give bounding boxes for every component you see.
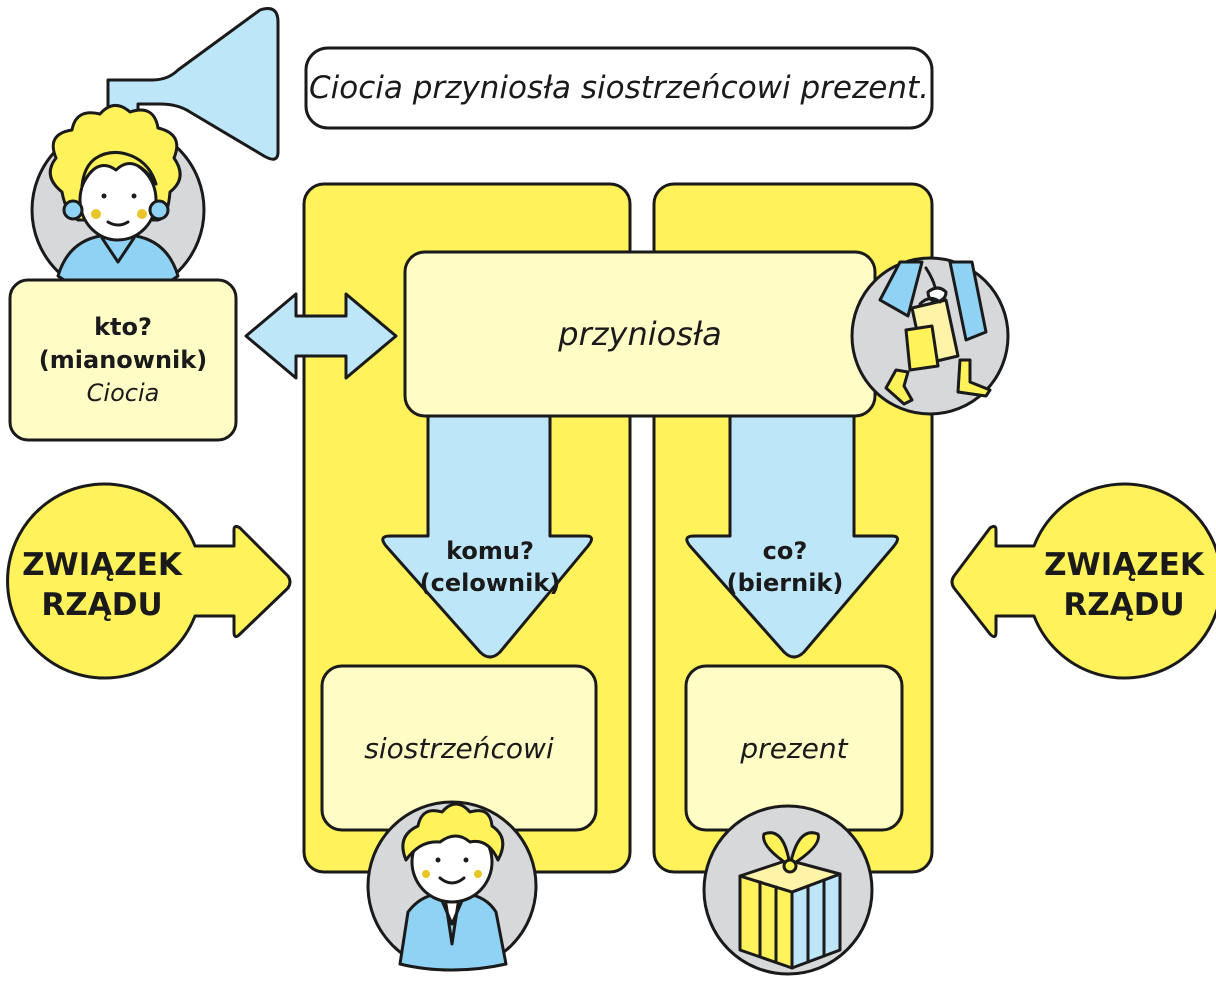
subject-case: (mianownik) [38,345,208,374]
dative-case: (celownik) [419,569,561,597]
verb-text: przyniosła [558,315,722,353]
aunt-avatar-icon [30,104,206,298]
double-arrow-icon [244,292,398,380]
dative-arrow [381,408,593,659]
relation-left-label: ZWIĄZEK RZĄDU [8,510,196,660]
subject-word: Ciocia [86,378,160,407]
relation-right-label: ZWIĄZEK RZĄDU [1030,510,1216,660]
subject-label: kto? (mianownik) Ciocia [10,280,236,440]
subject-question: kto? [94,312,152,341]
speech-bubble-icon [106,7,280,168]
gift-box-icon [702,804,874,976]
walking-with-bags-icon [850,256,1010,416]
dative-word: siostrzeńcowi [364,731,554,765]
dative-label: komu? (celownik) [395,528,585,606]
relation-right-line1: ZWIĄZEK [1044,547,1204,583]
dative-question: komu? [446,537,534,565]
sentence-box [304,46,934,130]
relation-left-line1: ZWIĄZEK [22,547,182,583]
nephew-avatar-icon [366,800,538,972]
accusative-label: co? (biernik) [700,528,870,606]
relation-right-bubble [950,482,1216,680]
accusative-question: co? [762,537,808,565]
accusative-arrow [685,408,899,659]
relation-right-line2: RZĄDU [1063,587,1185,623]
relation-left-bubble [6,482,292,680]
sentence-text: Ciocia przyniosła siostrzeńcowi prezent. [309,70,929,106]
accusative-case: (biernik) [726,569,844,597]
subject-box [8,278,238,442]
relation-left-line2: RZĄDU [41,587,163,623]
accusative-word: prezent [740,731,848,765]
